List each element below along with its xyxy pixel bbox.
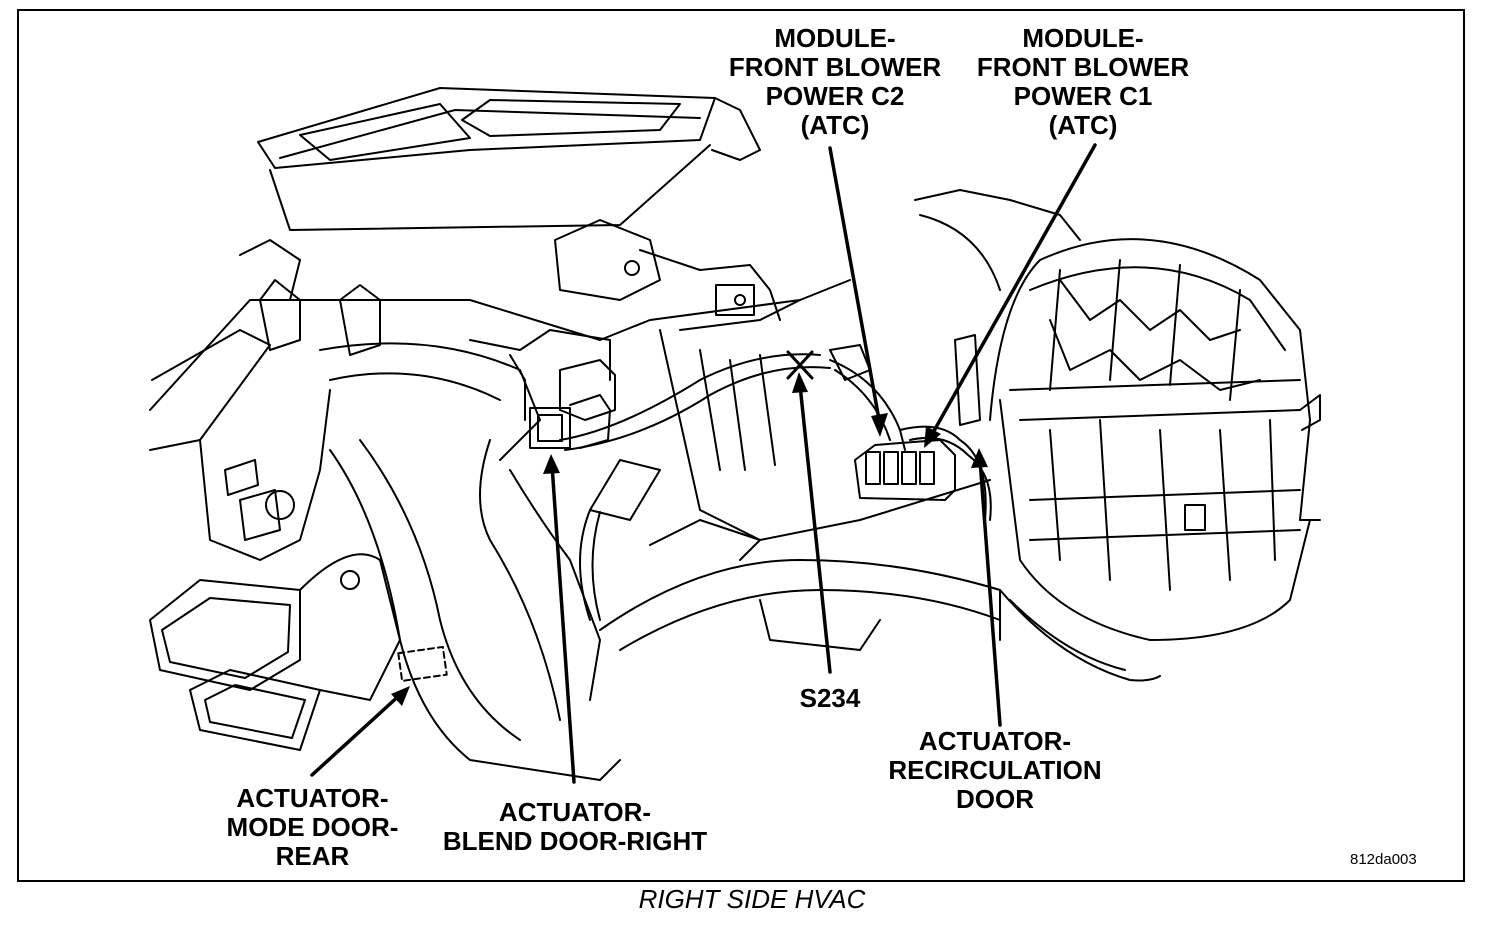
blend-door-actuator: [479, 394, 611, 721]
defrost-duct: [257, 87, 761, 231]
label-actuator-blend-door-right: ACTUATOR- BLEND DOOR-RIGHT: [442, 797, 708, 856]
label-actuator-mode-door-rear: ACTUATOR- MODE DOOR- REAR: [226, 783, 399, 871]
wiring-harness: [559, 353, 992, 621]
label-actuator-recirculation-door: ACTUATOR- RECIRCULATION DOOR: [888, 726, 1102, 814]
hvac-housing-left: [149, 219, 801, 561]
blower-housing: [914, 189, 1321, 682]
label-module-front-blower-c2: MODULE- FRONT BLOWER POWER C2 (ATC): [728, 23, 942, 140]
label-s234: S234: [799, 683, 861, 713]
leader-lines: [310, 143, 1097, 784]
hvac-case-center: [599, 249, 1001, 651]
blower-power-module: [829, 334, 981, 501]
figure-caption: RIGHT SIDE HVAC: [638, 884, 866, 914]
figure-id: 812da003: [1350, 851, 1417, 868]
arrowheads: [391, 372, 988, 706]
mode-door-housing: [149, 439, 621, 781]
label-module-front-blower-c1: MODULE- FRONT BLOWER POWER C1 (ATC): [976, 23, 1190, 140]
